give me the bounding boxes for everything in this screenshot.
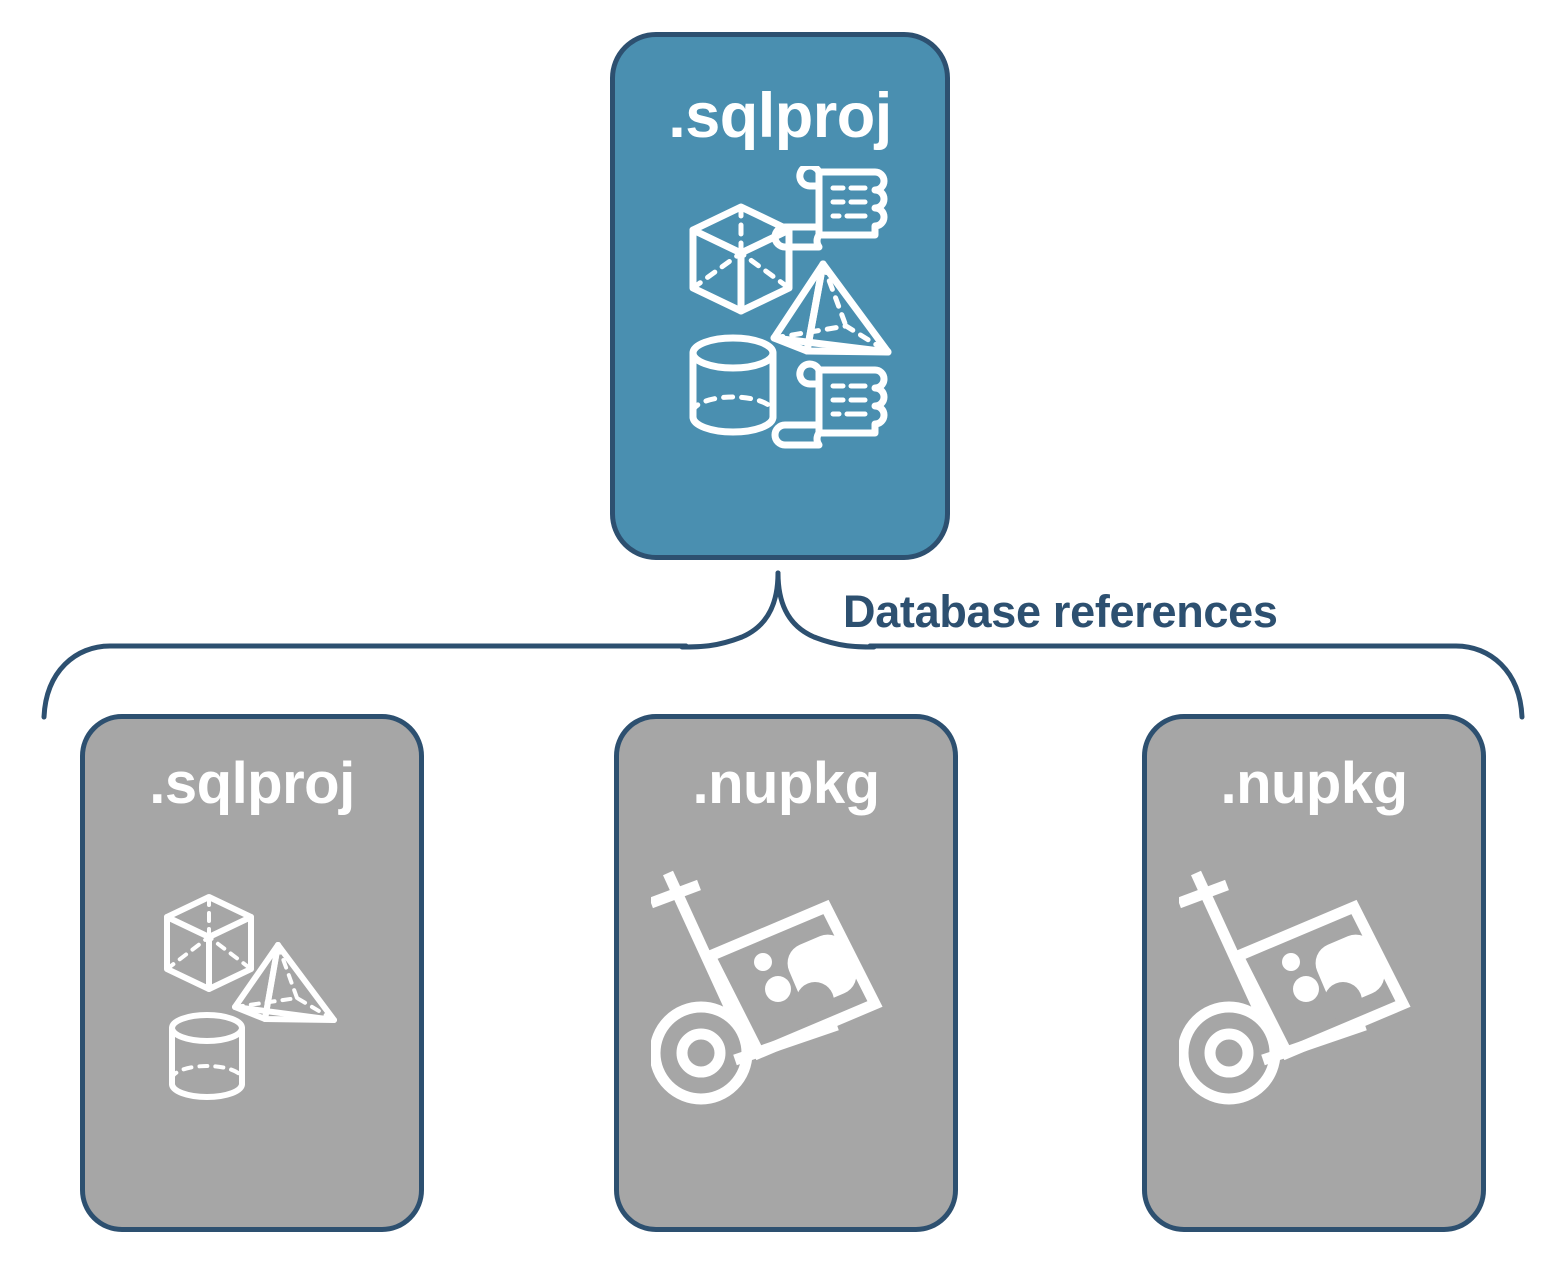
script-scroll-icon [771,360,888,449]
nuget-package-icon [702,899,883,1061]
curly-brace-connector [41,570,1525,720]
cylinder-icon [169,1012,245,1100]
package-dolly-icon-group [649,870,883,1105]
cylinder-icon [689,334,777,436]
pyramid-icon [232,942,337,1023]
brace-label: Database references [843,586,1278,637]
node-nupkg-reference-2[interactable]: .nupkg [1142,714,1486,1232]
database-objects-art [655,162,905,461]
database-objects-icon-group [689,162,892,449]
cube-icon [164,894,254,992]
package-dolly-art [649,841,921,1136]
nuget-package-icon [1230,899,1411,1061]
node-title: .nupkg [1220,751,1408,816]
package-dolly-icon-group [1177,870,1411,1105]
node-title: .sqlproj [149,751,355,816]
node-title: .sqlproj [668,81,892,151]
script-scroll-icon [771,162,888,251]
database-objects-art [147,871,357,1126]
nuget-package-icon-dots [1282,934,1385,1020]
node-sqlproj-reference[interactable]: .sqlproj [80,714,424,1232]
package-dolly-art [1177,841,1449,1136]
database-objects-icon-group [164,894,337,1100]
node-title: .nupkg [692,751,880,816]
pyramid-icon [770,260,892,356]
node-sqlproj-project[interactable]: .sqlproj [610,32,950,560]
nuget-package-icon-dots [754,934,857,1020]
node-nupkg-reference-1[interactable]: .nupkg [614,714,958,1232]
cube-icon [689,203,793,315]
